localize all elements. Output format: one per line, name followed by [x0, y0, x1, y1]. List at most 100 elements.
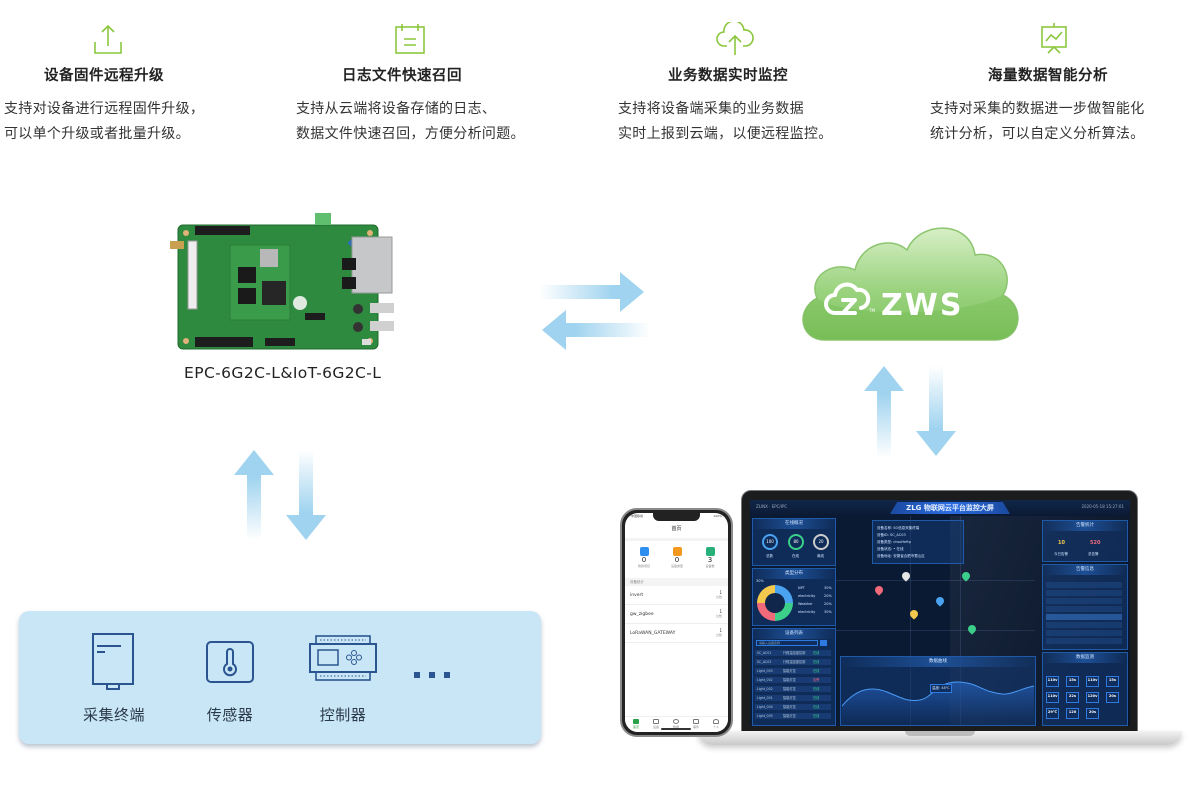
- arrow-up-icon: [234, 450, 274, 540]
- curve-area: [842, 682, 1034, 722]
- zws-logo-text: ZWS: [881, 288, 963, 323]
- legend-item: NPT: [798, 586, 805, 590]
- alarm-row[interactable]: [1046, 582, 1122, 588]
- monitor-tile: 29℃: [1046, 708, 1059, 719]
- monitor-tile: 120: [1066, 708, 1079, 719]
- monitor-tile: 15s: [1106, 676, 1119, 687]
- monitor-tile: 110v: [1046, 676, 1059, 687]
- monitor-tile: 120v: [1086, 692, 1099, 703]
- alarm-today-value: 10: [1058, 540, 1065, 546]
- device-id: Light_002: [757, 678, 773, 682]
- alarm-row[interactable]: [1046, 630, 1122, 636]
- popup-line: 设备ID: SC_AC03: [877, 533, 906, 537]
- gauge-total: 100: [762, 534, 778, 550]
- panel-title: 数据曲线: [841, 657, 1035, 667]
- tab-profile[interactable]: 个人: [706, 719, 726, 729]
- search-button[interactable]: [820, 640, 827, 646]
- feature-description: 支持对设备进行远程固件升级， 可以单个升级或者批量升级。: [4, 97, 204, 147]
- tab-events[interactable]: 事件: [686, 719, 706, 729]
- monitor-tile: 20s: [1106, 692, 1119, 703]
- gauge-offline: 20: [813, 534, 829, 550]
- device-type: 智能灯控: [783, 705, 796, 709]
- feature-description: 支持从云端将设备存储的日志、 数据文件快速召回，方便分析问题。: [296, 97, 525, 147]
- app-page-title: 首页: [671, 526, 682, 532]
- device-id: SC_AC01: [757, 651, 772, 655]
- arrow-down-icon: [916, 366, 956, 456]
- feature-title: 设备固件远程升级: [44, 68, 164, 84]
- gauge-online: 80: [788, 534, 804, 550]
- laptop-notch: [905, 731, 975, 736]
- tab-label: 首页: [632, 725, 639, 729]
- tab-devices[interactable]: 设备: [646, 719, 666, 729]
- device-id: Light_005: [757, 714, 773, 718]
- section-header: 设备统计: [625, 578, 728, 586]
- panel-title: 设备列表: [753, 629, 835, 639]
- stat-device-types[interactable]: 0 设备类型: [662, 547, 692, 568]
- upload-icon: [94, 24, 122, 54]
- stat-label: 我的项目: [637, 564, 650, 568]
- stat-device-count[interactable]: 3 设备数: [695, 547, 725, 568]
- item-name: invert: [630, 593, 644, 598]
- stat-value: 0: [674, 556, 680, 564]
- stat-label: 设备类型: [670, 564, 683, 568]
- monitoring-dashboard: ZLINX · EPC/IPC ZLG 物联网云平台监控大屏 2020-05-1…: [750, 500, 1130, 726]
- device-status: 在线: [813, 660, 820, 664]
- home-icon: [633, 719, 639, 724]
- alarm-today-label: 今日告警: [1054, 552, 1068, 556]
- chart-board-icon: [1041, 23, 1067, 54]
- more-icon: [414, 672, 450, 678]
- stats-row: 0 我的项目 0 设备类型 3 设备数: [625, 538, 728, 576]
- alarm-row[interactable]: [1046, 598, 1122, 604]
- curve-tooltip: 温度: 48℃: [930, 684, 952, 693]
- device-type-icon: [672, 547, 682, 556]
- device-label: 控制器: [319, 706, 367, 724]
- monitor-tile: 110v: [1046, 692, 1059, 703]
- alarm-total-label: 总告警: [1088, 552, 1099, 556]
- stat-label: 设备数: [705, 564, 715, 568]
- feature-description: 支持将设备端采集的业务数据 实时上报到云端，以便远程监控。: [618, 97, 833, 147]
- desc-line: 支持将设备端采集的业务数据: [618, 101, 804, 117]
- device-status: 在线: [813, 687, 820, 691]
- device-collection-terminal: 采集终端: [79, 632, 149, 725]
- desc-line: 可以单个升级或者批量升级。: [4, 126, 190, 142]
- device-type: 智能灯控: [783, 669, 796, 673]
- count-unit: 台数: [715, 614, 722, 618]
- device-label: 采集终端: [82, 706, 145, 724]
- tab-data[interactable]: 数据: [666, 719, 686, 729]
- item-name: LoRaWAN_GATEWAY: [630, 631, 676, 636]
- arrow-up-icon: [864, 366, 904, 458]
- stat-my-projects[interactable]: 0 我的项目: [629, 547, 659, 568]
- device-type: 智能灯控: [783, 696, 796, 700]
- device-search-input[interactable]: 请输入设备名称: [756, 640, 818, 646]
- device-status: 在线: [813, 696, 820, 700]
- device-id: Light_003: [757, 669, 773, 673]
- device-type: 智能灯控: [783, 678, 796, 682]
- trademark-text: TM: [868, 308, 875, 313]
- stat-value: 3: [707, 556, 713, 564]
- arrow-down-icon: [286, 450, 326, 540]
- alarm-row[interactable]: [1046, 606, 1122, 612]
- alarm-row[interactable]: [1046, 622, 1122, 628]
- alarm-row[interactable]: [1046, 638, 1122, 644]
- device-status: 在线: [813, 714, 820, 718]
- tab-home[interactable]: 首页: [626, 719, 646, 729]
- gauge-label: 在线: [792, 554, 799, 558]
- tab-label: 事件: [692, 725, 699, 729]
- alarm-row[interactable]: [1046, 590, 1122, 596]
- alarm-row[interactable]: [1046, 614, 1122, 620]
